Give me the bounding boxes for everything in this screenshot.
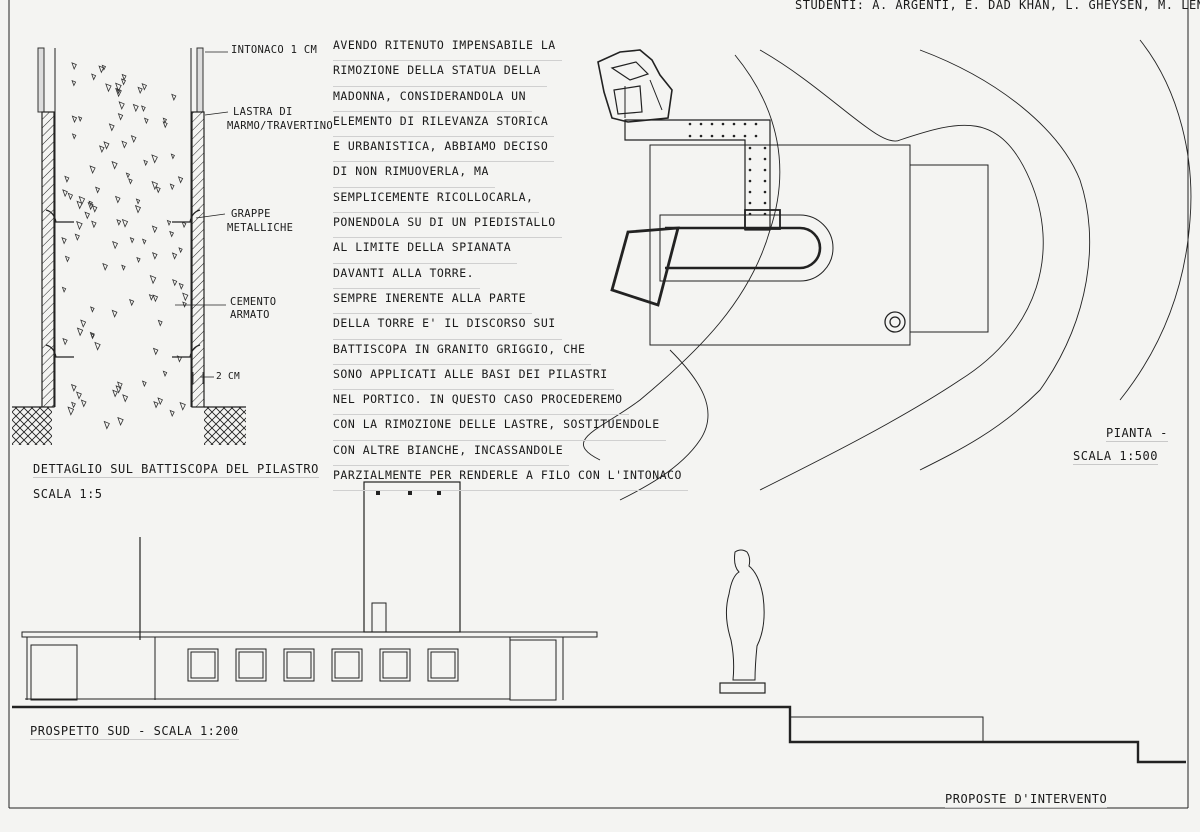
note-line: E URBANISTICA, ABBIAMO DECISO [333,137,555,163]
sheet-frame [8,0,1189,809]
label-intonaco: INTONACO 1 cm [231,44,318,56]
note-line: CON ALTRE BIANCHE, INCASSANDOLE [333,441,570,467]
note-line: PONENDOLA SU DI UN PIEDISTALLO [333,213,562,239]
sheet-footer-title: PROPOSTE D'INTERVENTO [945,792,1108,808]
note-line: PARZIALMENTE PER RENDERLE A FILO CON L'I… [333,466,688,492]
intervention-note: AVENDO RITENUTO IMPENSABILE LA RIMOZIONE… [333,36,688,492]
elevation-title: PROSPETTO SUD - SCALA 1:200 [30,724,239,740]
note-line: DI NON RIMUOVERLA, MA [333,162,495,188]
label-lastra-1: LASTRA DI [233,106,293,118]
detail-title: DETTAGLIO SUL BATTISCOPA DEL PILASTRO [33,462,319,478]
label-lastra-2: MARMO/TRAVERTINO [227,120,333,132]
label-grappe-1: GRAPPE [231,208,271,220]
note-line: RIMOZIONE DELLA STATUA DELLA [333,61,547,87]
terrain-contour [583,54,781,461]
note-line: SEMPLICEMENTE RICOLLOCARLA, [333,188,540,214]
note-line: SEMPRE INERENTE ALLA PARTE [333,289,533,315]
plan-scale: SCALA 1:500 [1073,449,1158,465]
note-line: MADONNA, CONSIDERANDOLA UN [333,87,533,112]
students-credits: STUDENTI: A. ARGENTI, E. DAD KHAN, L. GH… [795,0,1200,12]
note-line: ELEMENTO DI RILEVANZA STORICA [333,112,555,138]
label-grappe-2: METALLICHE [227,222,294,234]
pilaster-detail-drawing [12,47,246,445]
note-line: BATTISCOPA IN GRANITO GRIGGIO, CHE [333,340,592,365]
terrain-contour [759,49,1044,491]
terrain-contour [619,349,709,501]
site-plan-drawing [583,39,1192,501]
terrain-contour [1119,39,1192,401]
note-line: SONO APPLICATI ALLE BASI DEI PILASTRI [333,365,614,391]
note-line: NEL PORTICO. IN QUESTO CASO PROCEDEREMO [333,390,629,416]
label-cemento-1: CEMENTO [230,296,277,308]
note-line: AVENDO RITENUTO IMPENSABILE LA [333,36,562,62]
terrain-contour [919,49,1091,471]
note-line: CON LA RIMOZIONE DELLE LASTRE, SOSTITUEN… [333,415,666,441]
plan-title: PIANTA - [1106,426,1168,442]
note-line: AL LIMITE DELLA SPIANATA [333,238,518,264]
note-line: DAVANTI ALLA TORRE. [333,264,481,289]
label-dimension: 2 cm [216,371,241,382]
label-cemento-2: ARMATO [230,309,270,321]
detail-scale: SCALA 1:5 [33,487,103,501]
south-elevation-drawing [12,481,1186,764]
note-line: DELLA TORRE E' IL DISCORSO SUI [333,314,562,340]
